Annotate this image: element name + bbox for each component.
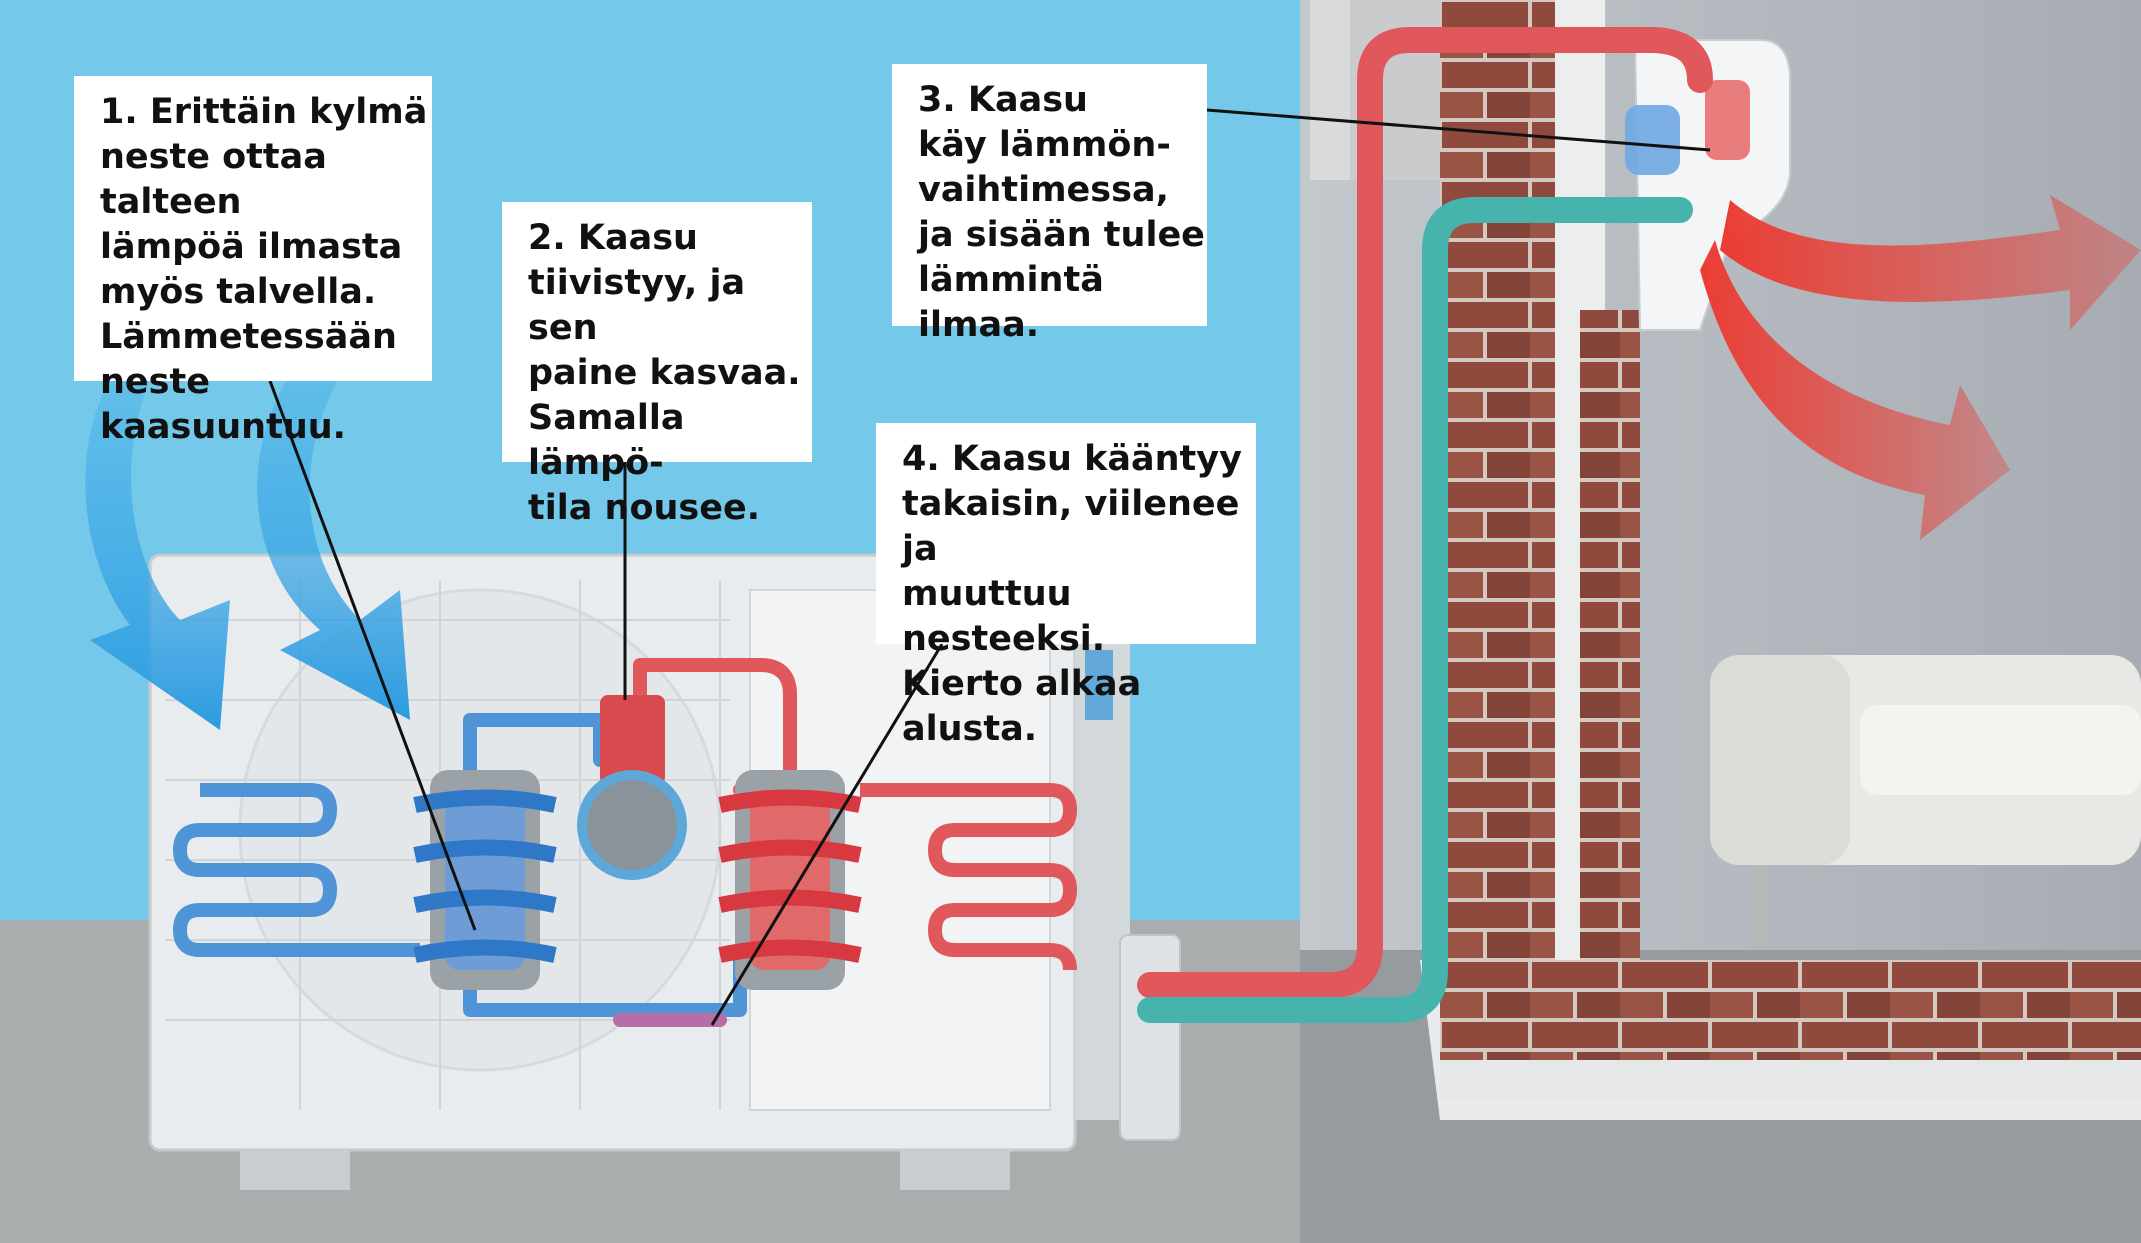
brick-wall xyxy=(1310,0,2141,1100)
leader-lines xyxy=(268,108,1711,1026)
step-2-label: 2. Kaasu tiivistyy, ja sen paine kasvaa.… xyxy=(502,202,812,528)
step-1-label: 1. Erittäin kylmä neste ottaa talteen lä… xyxy=(74,76,432,447)
step-3-label: 3. Kaasu käy lämmön- vaihtimessa, ja sis… xyxy=(892,64,1207,345)
indoor-unit xyxy=(1625,39,1791,331)
compressor xyxy=(577,695,687,880)
step-4-label: 4. Kaasu kääntyy takaisin, viilenee ja m… xyxy=(876,423,1256,749)
sofa-icon xyxy=(1710,655,2141,950)
refrigerant-pipes xyxy=(463,27,1713,1027)
warm-air-arrow xyxy=(1700,195,2141,540)
condenser-coil xyxy=(718,770,1078,990)
evaporator-coil xyxy=(172,770,557,990)
